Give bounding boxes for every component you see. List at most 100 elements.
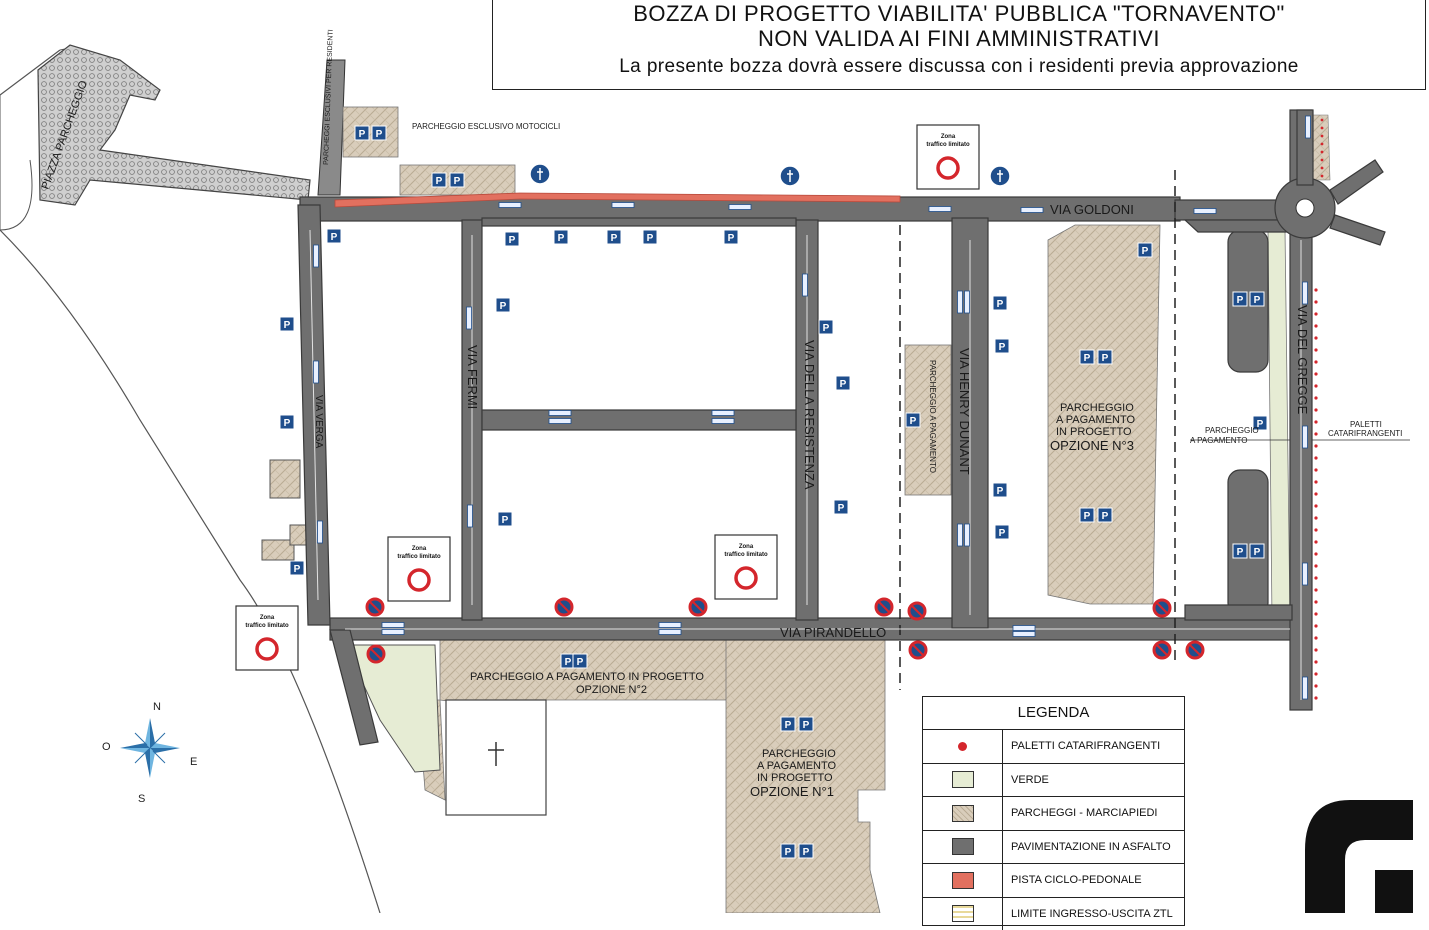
paletto [1314, 480, 1317, 483]
no-parking-sign [367, 599, 383, 615]
legend: LEGENDA PALETTI CATARIFRANGENTI VERDE PA… [922, 696, 1185, 926]
title-line1: BOZZA DI PROGETTO VIABILITA' PUBBLICA "T… [493, 1, 1425, 26]
parking-sign: P [906, 413, 920, 427]
arrow-v [1303, 563, 1308, 585]
parking-letter: P [803, 847, 810, 858]
arrow-v [965, 291, 970, 313]
legend-label: PISTA CICLO-PEDONALE [1003, 874, 1142, 886]
no-parking-sign [1154, 642, 1170, 658]
parking-letter: P [1084, 511, 1091, 522]
parking-sign: P [834, 500, 848, 514]
street-label-fermi: VIA FERMI [465, 345, 480, 409]
parking-sign: P [995, 339, 1009, 353]
parking-letter: P [910, 416, 917, 427]
arrow-h [712, 411, 734, 416]
paletto [1314, 684, 1317, 687]
paletto [1321, 159, 1324, 162]
paletto [1314, 696, 1317, 699]
ztl-line2: traffico limitato [926, 142, 970, 148]
parking-sign: P [995, 525, 1009, 539]
arrow-h [1013, 632, 1035, 637]
paletto [1314, 648, 1317, 651]
paletto [1314, 504, 1317, 507]
option3-label-line2: A PAGAMENTO [1056, 414, 1136, 426]
parking-sign: P [1098, 508, 1112, 522]
parking-letter: P [1254, 295, 1261, 306]
arrow-v [314, 361, 319, 383]
arrow-v [1306, 116, 1311, 138]
parking-sign: P [450, 173, 464, 187]
option2-label-line2: OPZIONE N°2 [576, 684, 647, 696]
ztl-sign: Zona traffico limitato [917, 125, 979, 189]
compass-n: N [153, 701, 161, 713]
paletto [1314, 348, 1317, 351]
parking-sign: P [554, 230, 568, 244]
parking-letter: P [294, 564, 301, 575]
legend-label: PAVIMENTAZIONE IN ASFALTO [1003, 841, 1171, 853]
legend-label: VERDE [1003, 774, 1049, 786]
parking-letter: P [997, 486, 1004, 497]
parking-letter: P [1254, 547, 1261, 558]
paletto [1321, 151, 1324, 154]
paletto [1314, 660, 1317, 663]
ztl-line1: Zona [941, 134, 956, 140]
paletto [1321, 127, 1324, 130]
parking-sign: P [1080, 350, 1094, 364]
paletto [1314, 624, 1317, 627]
parking-sign: P [290, 561, 304, 575]
parking-sign: P [724, 230, 738, 244]
option3-label-line3: IN PROGETTO [1056, 426, 1132, 438]
no-parking-sign [910, 642, 926, 658]
arrow-h [382, 623, 404, 628]
ztl-line2: traffico limitato [245, 623, 289, 629]
no-parking-sign [368, 646, 384, 662]
legend-row: PARCHEGGI - MARCIAPIEDI [923, 797, 1184, 831]
paletto [1314, 384, 1317, 387]
compass-o: O [102, 741, 111, 753]
paletto [1314, 396, 1317, 399]
parking-letter: P [509, 235, 516, 246]
compass-s: S [138, 793, 145, 805]
paletto [1321, 119, 1324, 122]
parking-letter: P [376, 129, 383, 140]
option1-label-line4: OPZIONE N°1 [750, 784, 834, 799]
arrow-v [965, 524, 970, 546]
parking-letter: P [500, 301, 507, 312]
parking-letter: P [565, 657, 572, 668]
arrow-h [712, 419, 734, 424]
parking-sign: P [607, 230, 621, 244]
arrow-v [467, 307, 472, 329]
parking-sign: P [280, 415, 294, 429]
paletto [1314, 492, 1317, 495]
paletto [1314, 444, 1317, 447]
parking-sign: P [1250, 544, 1264, 558]
parking-sign: P [643, 230, 657, 244]
parking-letter: P [1084, 353, 1091, 364]
paletto [1314, 576, 1317, 579]
parking-sign: P [573, 654, 587, 668]
paletto [1314, 372, 1317, 375]
arrow-v [314, 245, 319, 267]
piazza-parcheggio-area [38, 45, 310, 205]
no-parking-sign [876, 599, 892, 615]
no-parking-sign [690, 599, 706, 615]
title-box: BOZZA DI PROGETTO VIABILITA' PUBBLICA "T… [492, 0, 1426, 90]
arrow-v [1303, 426, 1308, 448]
parking-sign: P [993, 483, 1007, 497]
paletti-label-line2: CATARIFRANGENTI [1328, 429, 1402, 438]
street-label-pirandello: VIA PIRANDELLO [780, 625, 886, 640]
paletto [1321, 167, 1324, 170]
arrow-h [549, 411, 571, 416]
option1-label-line1: PARCHEGGIO [762, 748, 836, 760]
compass-rose: N S E O [102, 701, 197, 805]
street-label-goldoni: VIA GOLDONI [1050, 202, 1134, 217]
paletto [1321, 175, 1324, 178]
parking-letter: P [436, 176, 443, 187]
legend-label: PARCHEGGI - MARCIAPIEDI [1003, 807, 1157, 819]
paletto [1314, 456, 1317, 459]
arrow-v [318, 521, 323, 543]
parking-letter: P [647, 233, 654, 244]
paletto [1314, 420, 1317, 423]
parking-letter: P [785, 847, 792, 858]
